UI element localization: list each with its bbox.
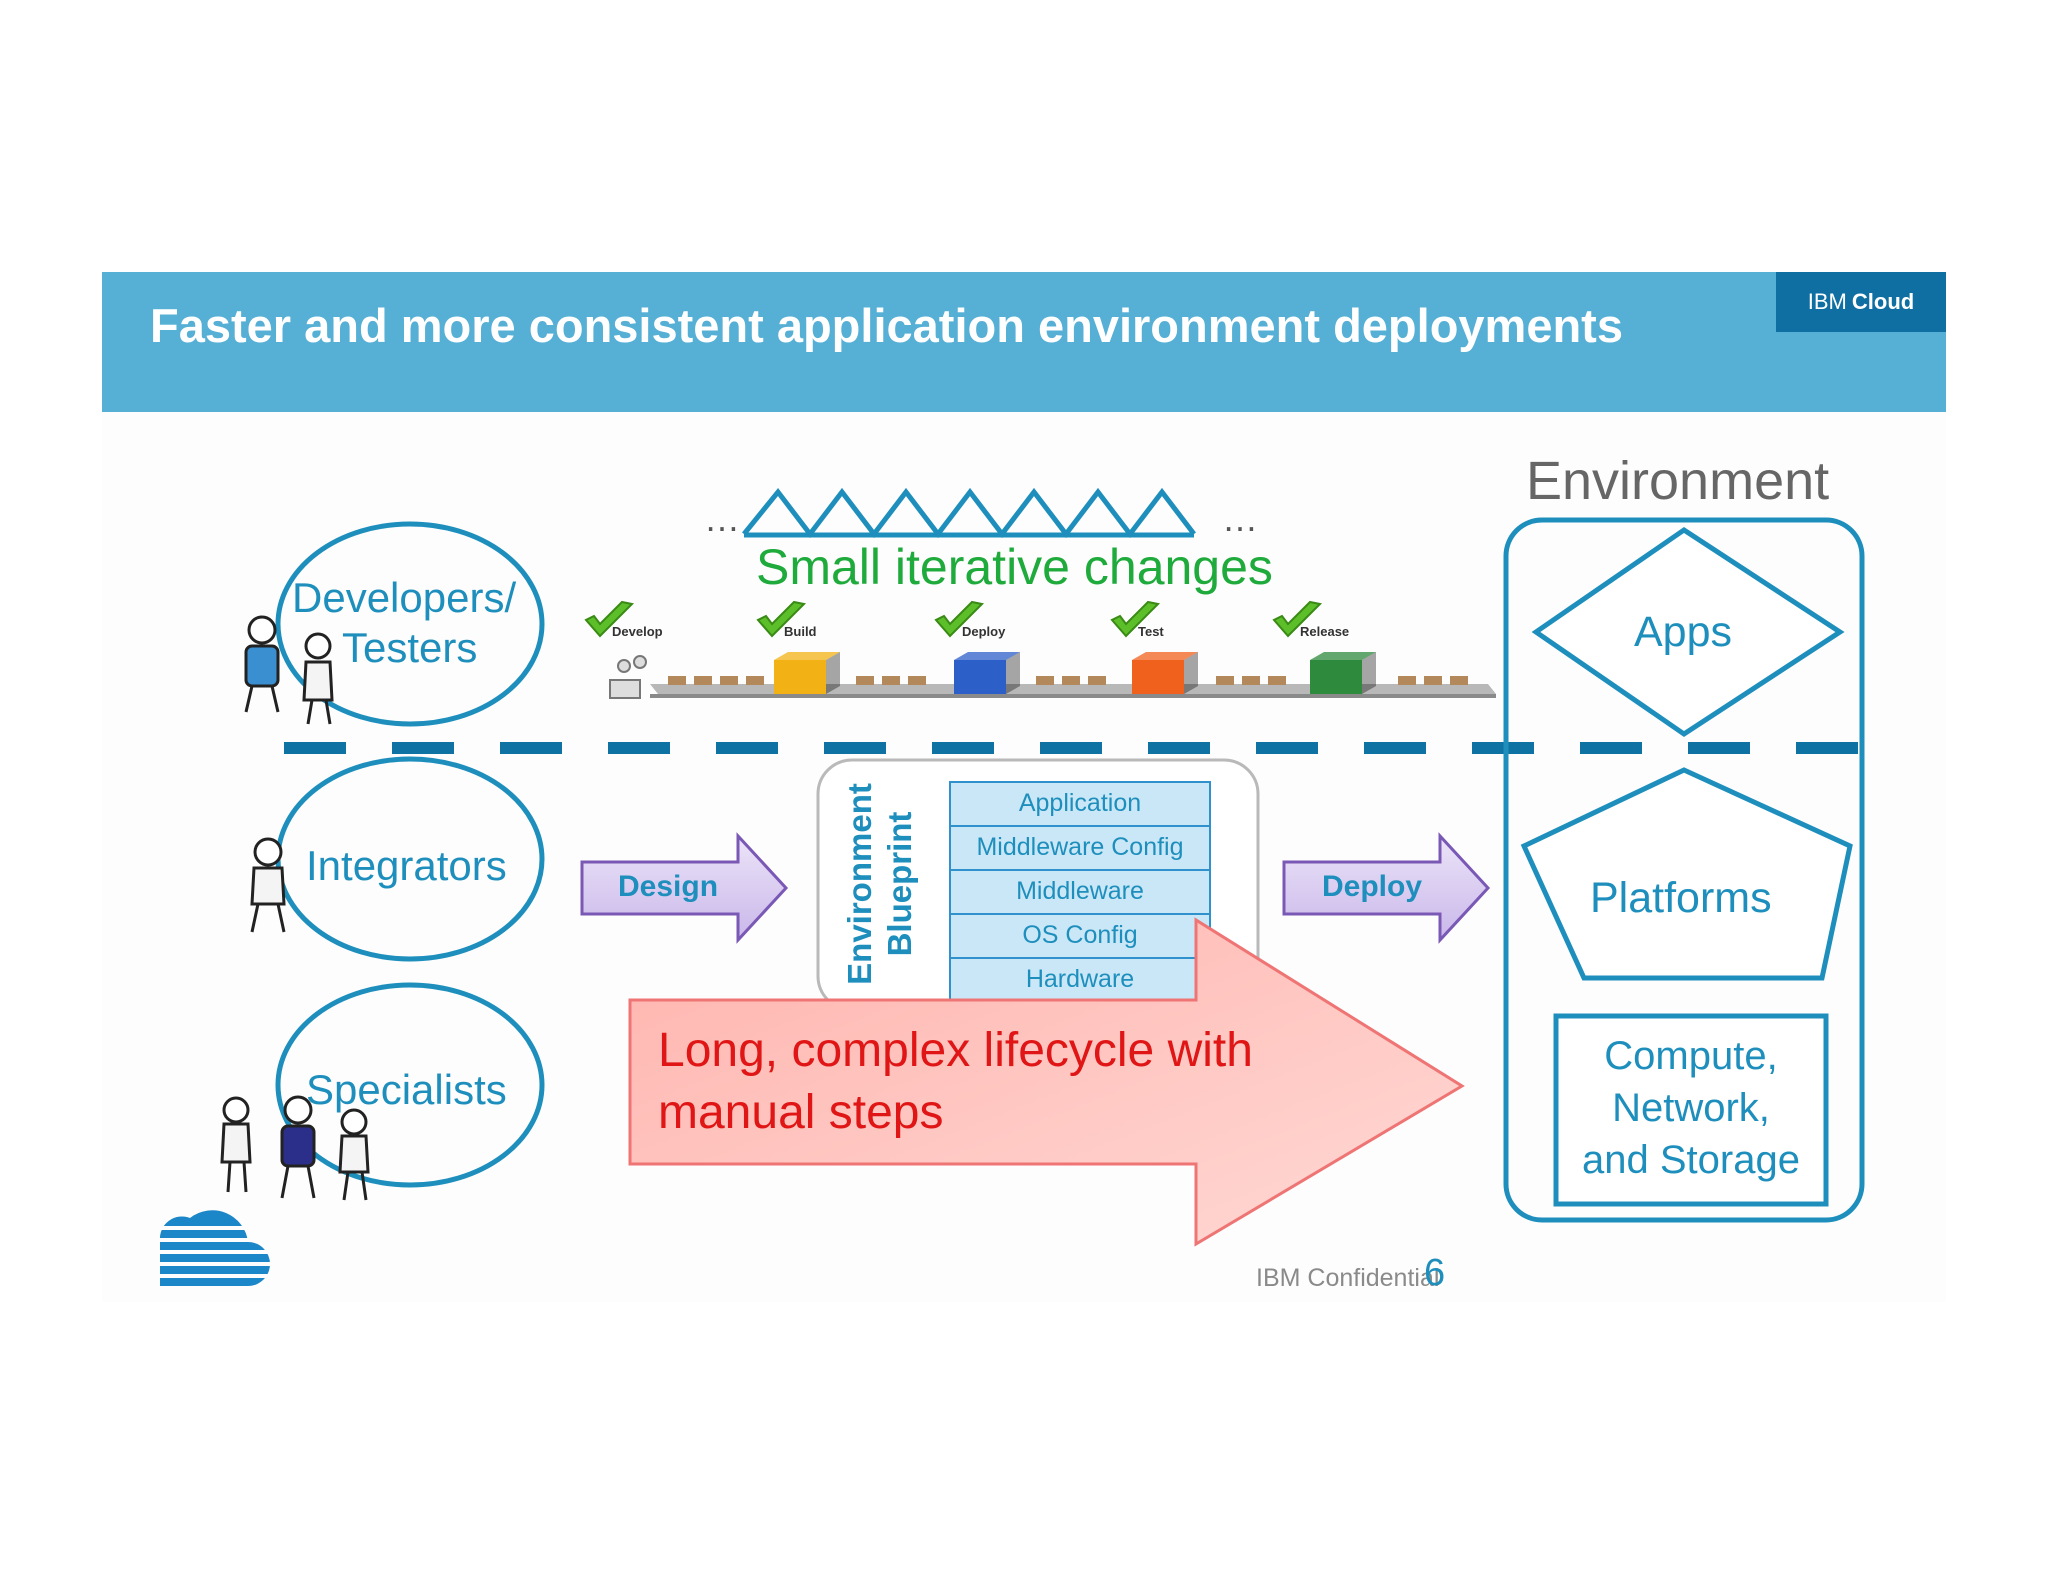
slide-title: Faster and more consistent application e… (150, 299, 1623, 352)
developers-label-line2: Testers (342, 624, 478, 671)
pipeline-box-2 (954, 652, 1020, 694)
specialists-label: Specialists (306, 1066, 507, 1113)
platforms-label: Platforms (1590, 874, 1772, 922)
iteration-zigzag (742, 487, 1196, 539)
deploy-arrow-label: Deploy (1322, 870, 1423, 903)
ibm-cloud-mark-icon (150, 1210, 270, 1286)
stage-label-deploy: Deploy (962, 624, 1006, 639)
pipeline-box-1 (774, 652, 840, 694)
apps-diamond (1531, 526, 1845, 738)
confidential-label: IBM Confidential (1256, 1264, 1440, 1292)
integrators-label: Integrators (306, 842, 507, 889)
environment-container (1503, 517, 1865, 1223)
page-number: 6 (1424, 1252, 1446, 1294)
iteration-label: Small iterative changes (756, 539, 1273, 595)
blueprint-title-line2: Blueprint (881, 811, 918, 957)
design-arrow-label: Design (618, 870, 719, 903)
check-icon-develop (584, 600, 635, 638)
pipeline-conveyor (609, 655, 1496, 699)
callout-line2: manual steps (658, 1086, 944, 1139)
infra-line3: and Storage (1582, 1138, 1800, 1182)
layer-middleware: Middleware (1016, 877, 1144, 905)
stage-label-test: Test (1138, 624, 1164, 639)
stage-label-develop: Develop (612, 624, 663, 639)
developers-ellipse (275, 521, 545, 727)
check-icon-deploy (934, 600, 985, 638)
ellipsis-left: … (704, 498, 740, 539)
platforms-pentagon (1520, 767, 1853, 981)
developers-label-line1: Developers/ (292, 574, 517, 621)
callout-line1: Long, complex lifecycle with (658, 1024, 1253, 1077)
slide-header: Faster and more consistent application e… (102, 272, 1946, 412)
layer-middleware-config: Middleware Config (976, 833, 1184, 861)
pipeline-checks (584, 600, 1323, 638)
deploy-arrow (1282, 832, 1491, 944)
infrastructure-label: Compute, Network, and Storage (1556, 1030, 1826, 1186)
ellipsis-right: … (1222, 498, 1258, 539)
infra-line1: Compute, (1604, 1034, 1778, 1078)
blueprint-layer-stack (949, 781, 1211, 1003)
layer-application: Application (1018, 789, 1142, 817)
blueprint-title: Environment Blueprint (840, 783, 920, 985)
specialists-ellipse (275, 982, 545, 1188)
callout-text: Long, complex lifecycle with manual step… (658, 1020, 1253, 1144)
layer-os-config: OS Config (1022, 921, 1138, 949)
stage-label-build: Build (784, 624, 817, 639)
integrator-figure-icon (250, 837, 286, 933)
brand-prefix: IBM (1807, 289, 1847, 314)
infra-line2: Network, (1612, 1086, 1770, 1130)
brand-bold: Cloud (1851, 289, 1915, 314)
infrastructure-box (1553, 1013, 1829, 1207)
specialists-figures-icon (220, 1095, 370, 1201)
check-icon-build (756, 600, 807, 638)
check-icon-release (1272, 600, 1323, 638)
blueprint-title-line1: Environment (841, 783, 878, 985)
developers-figures-icon (244, 615, 334, 725)
apps-label: Apps (1634, 608, 1733, 656)
pipeline-box-3 (1132, 652, 1198, 694)
layer-hardware: Hardware (1025, 965, 1135, 993)
lifecycle-callout-arrow (628, 917, 1465, 1247)
environment-title: Environment (1526, 451, 1830, 511)
pipeline-start-icon (609, 655, 647, 699)
check-icon-test (1110, 600, 1161, 638)
stage-label-release: Release (1300, 624, 1350, 639)
pipeline-box-4 (1310, 652, 1376, 694)
design-arrow (580, 832, 789, 944)
pipeline-boxes (774, 652, 1376, 694)
